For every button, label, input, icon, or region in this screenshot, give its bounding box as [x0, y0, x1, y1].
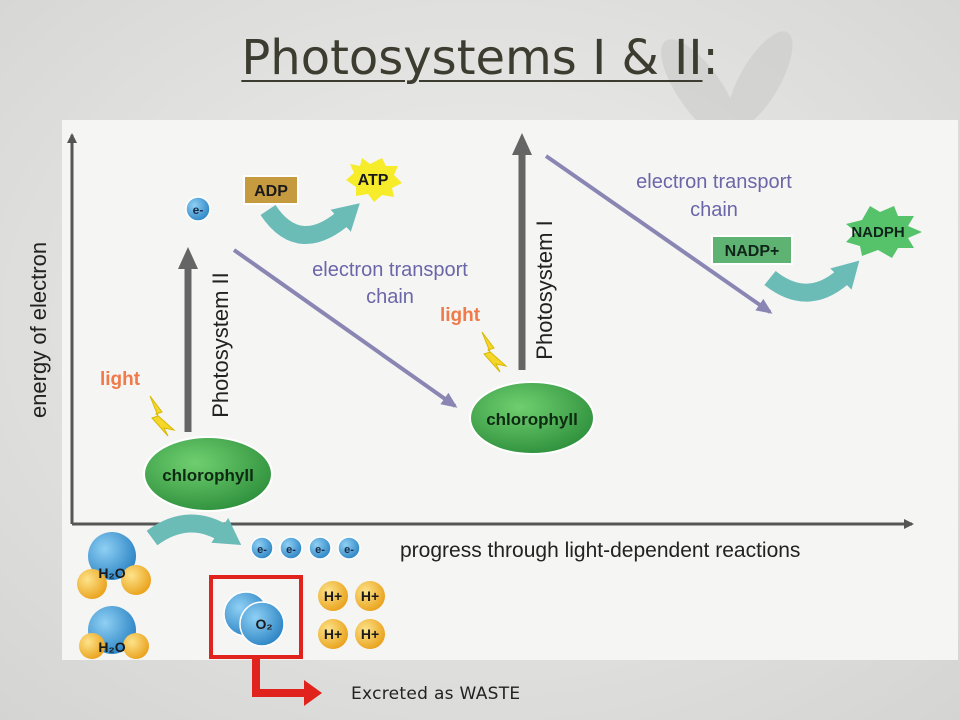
oxygen-label: O₂	[255, 616, 272, 632]
waste-arrow	[252, 657, 306, 697]
water-split-arrow	[146, 514, 242, 546]
adp-label: ADP	[254, 183, 288, 200]
chlorophyll-psi	[469, 381, 595, 455]
waste-caption: Excreted as WASTE	[351, 684, 521, 704]
proton-label: H+	[361, 588, 379, 604]
hydrogen-ions: H+ H+ H+ H+	[318, 581, 385, 649]
etc-1-line1: electron transport	[312, 259, 468, 281]
light-label-psii: light	[100, 369, 141, 390]
electron-label: e-	[193, 203, 204, 217]
photosystem-i-label: Photosystem I	[532, 220, 557, 359]
proton-label: H+	[361, 626, 379, 642]
lightning-icon-psii	[149, 395, 176, 437]
light-label-psi: light	[440, 305, 481, 326]
nadph-label: NADPH	[851, 224, 904, 241]
proton-icon	[355, 581, 385, 611]
etc-2-line2: chain	[690, 199, 738, 221]
water-molecule-1: H₂O	[77, 532, 151, 599]
oxygen-molecule: O₂	[223, 591, 285, 647]
electron-icon	[279, 536, 303, 560]
x-axis-label: progress through light-dependent reactio…	[400, 539, 800, 562]
etc-1-line2: chain	[366, 286, 414, 308]
nadph-cycle-arrow	[764, 260, 860, 302]
y-axis-label: energy of electron	[26, 242, 51, 418]
electron-label: e-	[315, 544, 325, 556]
nadph-starburst	[846, 206, 922, 258]
title-colon: :	[702, 30, 719, 86]
chlorophyll-psii	[143, 436, 273, 512]
water-molecule-2: H₂O	[79, 606, 149, 659]
electron-icon	[185, 196, 211, 222]
atp-cycle-arrow	[260, 203, 360, 244]
water-1-label: H₂O	[98, 565, 125, 581]
proton-label: H+	[324, 626, 342, 642]
adp-box	[243, 175, 299, 205]
atp-starburst	[346, 158, 402, 202]
electron-label: e-	[344, 544, 354, 556]
etc-1-arrow	[232, 248, 458, 408]
water-2-label: H₂O	[98, 639, 125, 655]
proton-icon	[318, 581, 348, 611]
etc-2-arrow	[544, 154, 773, 314]
lightning-icon-psi	[481, 331, 508, 373]
proton-icon	[318, 619, 348, 649]
released-electrons: e- e- e- e-	[250, 536, 361, 560]
chlorophyll-psi-label: chlorophyll	[486, 410, 578, 429]
photosystem-ii-label: Photosystem II	[208, 272, 233, 418]
electron-icon	[337, 536, 361, 560]
waste-arrow-head	[304, 680, 322, 706]
slide-title: Photosystems I & II:	[0, 30, 960, 86]
nadp-box	[711, 235, 793, 265]
nadp-label: NADP+	[725, 243, 780, 260]
electron-icon	[250, 536, 274, 560]
chlorophyll-psii-label: chlorophyll	[162, 466, 254, 485]
title-main: Photosystems I & II	[241, 30, 703, 86]
electron-label: e-	[286, 544, 296, 556]
electron-icon	[308, 536, 332, 560]
proton-icon	[355, 619, 385, 649]
etc-2-line1: electron transport	[636, 171, 792, 193]
proton-label: H+	[324, 588, 342, 604]
electron-label: e-	[257, 544, 267, 556]
atp-label: ATP	[358, 172, 389, 189]
